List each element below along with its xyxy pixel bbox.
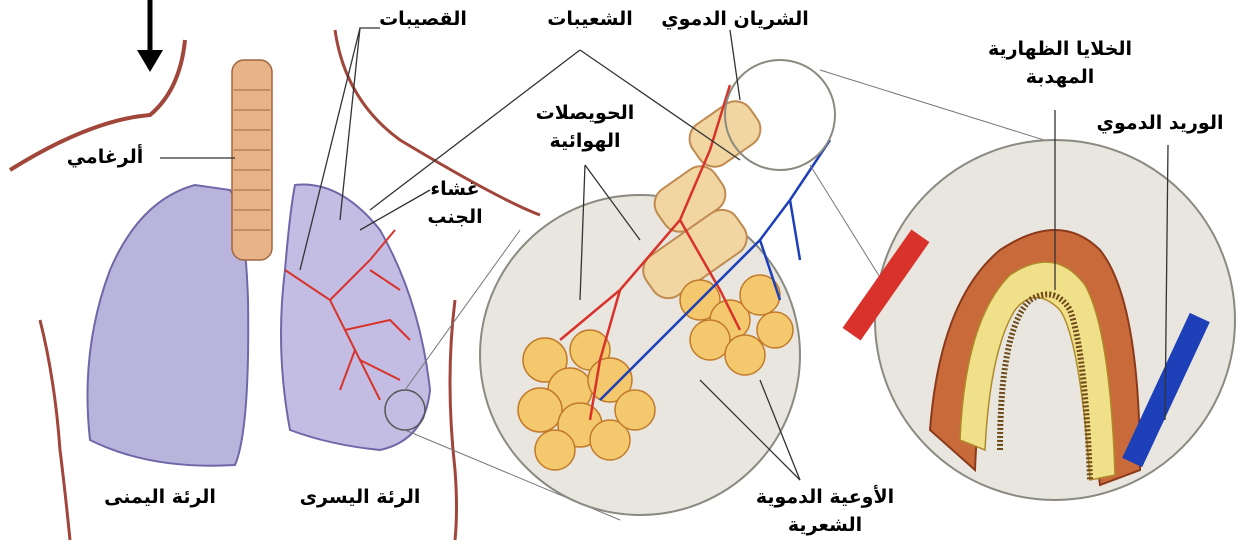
vessel-middle xyxy=(450,300,457,540)
trachea xyxy=(232,60,272,260)
label-pleura-2: الجنب xyxy=(415,204,495,230)
label-artery: الشريان الدموي xyxy=(650,6,820,32)
label-bronchioles: القصيبات xyxy=(368,6,478,32)
vessel-left xyxy=(40,320,70,540)
label-pleura-1: غشاء xyxy=(415,176,495,202)
label-alveoli-1: الحويصلات xyxy=(520,100,650,126)
label-capillaries-2: الشعرية xyxy=(735,512,915,538)
left-lung xyxy=(281,185,430,450)
label-left-lung: الرئة اليسرى xyxy=(285,484,435,510)
label-ciliated-cells-2: المهدبة xyxy=(995,64,1125,90)
epithelium-zoom-circle xyxy=(843,140,1235,500)
label-trachea: ألرغامي xyxy=(50,144,160,170)
right-lung xyxy=(88,185,249,466)
arrow-down-icon xyxy=(137,0,163,72)
label-vein: الوريد الدموي xyxy=(1085,110,1235,136)
label-bronchi: الشعيبات xyxy=(540,6,640,32)
label-ciliated-cells-1: الخلايا الظهارية xyxy=(975,36,1145,62)
label-alveoli-2: الهوائية xyxy=(520,128,650,154)
label-right-lung: الرئة اليمنى xyxy=(85,484,235,510)
label-capillaries-1: الأوعية الدموية xyxy=(735,484,915,510)
